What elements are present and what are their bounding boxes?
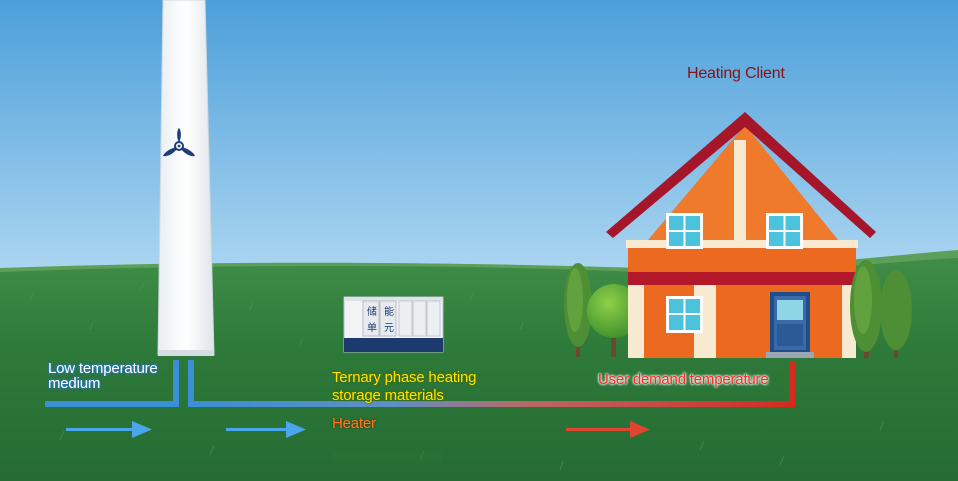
pipe-leg-right: [188, 360, 194, 407]
grass-texture: [29, 282, 885, 471]
tree: [564, 263, 592, 357]
flow-arrow-icon: [226, 421, 306, 438]
cabinet-char: 元: [384, 323, 394, 334]
hot-pipe-riser: [789, 361, 795, 407]
house: [606, 112, 876, 358]
user-demand-label: User demand temperature: [598, 371, 769, 388]
heating-client-label: Heating Client: [687, 65, 785, 82]
fan-icon: [163, 128, 195, 157]
low-temperature-medium-label: Low temperature medium: [48, 360, 158, 392]
heater-label: Heater: [332, 415, 376, 432]
main-pipe: [188, 401, 794, 407]
cabinet-char: 储: [367, 305, 377, 318]
tree: [880, 270, 912, 358]
ternary-phase-label: Ternary phase heating storage materials: [332, 369, 477, 404]
cabinet-char: 单: [367, 322, 377, 334]
flow-arrow-icon: [66, 421, 152, 438]
tree: [587, 284, 641, 357]
wind-tower: [157, 0, 215, 356]
cold-pipe-left: [45, 401, 179, 407]
pipe-leg-left: [173, 360, 179, 407]
tree: [850, 260, 882, 358]
storage-unit: [343, 296, 444, 353]
cabinet-char: 能: [384, 305, 394, 318]
flow-arrow-icon: [566, 421, 650, 438]
ground-shadow: [332, 452, 442, 462]
